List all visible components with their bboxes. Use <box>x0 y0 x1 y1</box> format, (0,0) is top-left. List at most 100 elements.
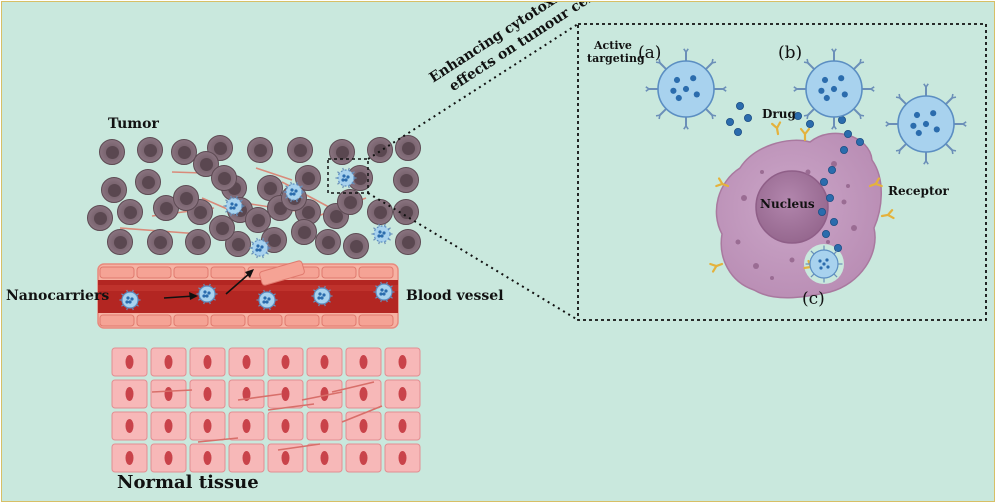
vessel-wall-bottom <box>99 314 394 327</box>
receptor <box>709 262 724 273</box>
receptor <box>880 209 895 220</box>
drug-molecule <box>830 217 839 226</box>
endothelial-cell <box>136 314 172 327</box>
tumor-cell <box>153 195 179 221</box>
endothelial-cell <box>173 314 209 327</box>
tumor-cell <box>367 137 393 163</box>
endothelial-cell <box>173 266 209 279</box>
nanocarrier <box>249 237 271 259</box>
endothelial-cell <box>321 266 357 279</box>
normal-cell <box>306 379 343 409</box>
tumor-cell <box>393 199 419 225</box>
normal-cell <box>306 347 343 377</box>
normal-cell <box>111 443 148 473</box>
label-blood-vessel: Blood vessel <box>406 288 504 304</box>
tumor-cell <box>99 139 125 165</box>
endothelial-cell <box>247 314 283 327</box>
tumor-cell <box>367 199 393 225</box>
endothelial-cell <box>358 314 394 327</box>
endothelial-cell <box>99 314 135 327</box>
label-normal-tissue: Normal tissue <box>117 472 259 493</box>
drug-molecule <box>838 116 847 125</box>
drug-molecule <box>820 177 829 186</box>
tumor-cell <box>247 137 273 163</box>
drug-molecule <box>828 165 837 174</box>
cell-granule <box>789 257 795 263</box>
normal-cell <box>228 379 265 409</box>
tumor-cell <box>337 189 363 215</box>
drug-molecule <box>840 145 849 154</box>
drug-molecule <box>818 207 827 216</box>
normal-cell <box>228 443 265 473</box>
normal-cell <box>111 411 148 441</box>
label-targeting: targeting <box>587 52 645 65</box>
drug-molecule <box>826 193 835 202</box>
nanocarrier <box>311 285 333 307</box>
normal-cell <box>306 443 343 473</box>
drug-molecule <box>834 243 843 252</box>
tumor-cell <box>185 229 211 255</box>
label-panel-a: (a) <box>638 43 662 63</box>
endothelial-cell <box>358 266 394 279</box>
normal-cell <box>150 411 187 441</box>
drug-molecule <box>736 102 745 111</box>
normal-tissue <box>111 347 421 473</box>
label-drug: Drug <box>762 107 796 121</box>
tumor-cell <box>257 175 283 201</box>
label-nucleus: Nucleus <box>760 197 815 211</box>
normal-cell <box>189 411 226 441</box>
normal-cell <box>267 411 304 441</box>
normal-cell <box>345 347 382 377</box>
normal-cell <box>189 443 226 473</box>
label-panel-b: (b) <box>778 43 803 63</box>
cell-granule <box>760 170 764 174</box>
normal-cell <box>150 347 187 377</box>
cell-granule <box>831 161 837 167</box>
tumor-cell <box>291 219 317 245</box>
tumor-cell <box>193 151 219 177</box>
normal-cell <box>111 347 148 377</box>
tumor-cell <box>395 229 421 255</box>
label-active: Active <box>594 39 632 52</box>
normal-cell <box>189 347 226 377</box>
tumor-cell <box>315 229 341 255</box>
tumor-cell <box>117 199 143 225</box>
label-panel-c: (c) <box>802 289 825 309</box>
tumor-cell <box>101 177 127 203</box>
normal-cell <box>384 411 421 441</box>
tumor-cell <box>211 165 237 191</box>
tumor-cell <box>107 229 133 255</box>
cell-granule <box>826 240 830 244</box>
normal-cell <box>384 347 421 377</box>
cell-granule <box>741 195 747 201</box>
normal-cell <box>345 411 382 441</box>
nanocarrier-a <box>645 48 727 130</box>
blood-vessel <box>97 260 399 329</box>
drug-molecule <box>844 129 853 138</box>
nanocarrier-c <box>805 245 843 283</box>
drug-molecule <box>794 112 803 121</box>
endothelial-cell <box>210 266 246 279</box>
vessel-lumen <box>98 280 398 313</box>
nanocarrier <box>283 181 305 203</box>
nanocarrier <box>223 195 245 217</box>
tumor-cell <box>87 205 113 231</box>
drug-molecule <box>856 137 865 146</box>
drug-molecule <box>734 128 743 137</box>
tumor-cell <box>225 231 251 257</box>
transport-arrows <box>163 269 254 300</box>
cell-granule <box>753 263 759 269</box>
tumor-cell <box>173 185 199 211</box>
tumor-tissue <box>87 135 421 259</box>
drug-molecule <box>744 114 753 123</box>
endothelial-cell <box>136 266 172 279</box>
zoom-region-box <box>327 158 369 194</box>
normal-cell <box>267 443 304 473</box>
tumor-cell <box>393 167 419 193</box>
nanocarrier-free <box>885 83 967 165</box>
tumor-cell <box>245 207 271 233</box>
normal-cell <box>228 347 265 377</box>
endothelial-cell <box>284 314 320 327</box>
normal-cell <box>111 379 148 409</box>
